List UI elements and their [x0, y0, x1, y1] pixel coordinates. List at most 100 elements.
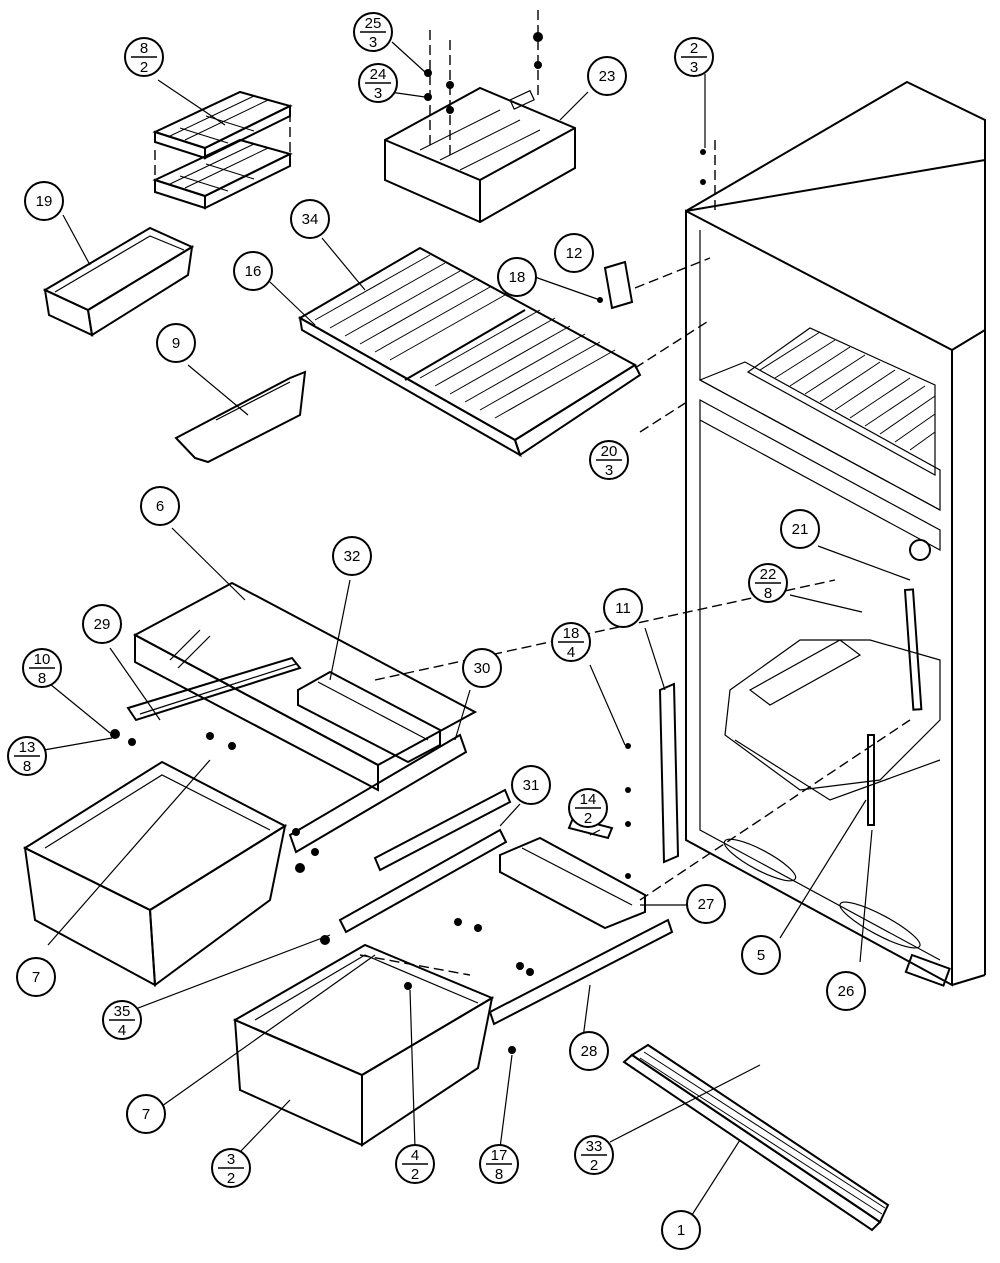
callout-9: 9: [156, 323, 196, 363]
callout-label: 13: [19, 739, 36, 756]
callout-label: 29: [94, 616, 111, 633]
callout-label: 30: [474, 660, 491, 677]
callout-13-8: 13 8: [7, 736, 47, 776]
callout-label: 16: [245, 263, 262, 280]
shelf-bracket-part: [603, 260, 634, 310]
callout-label: 1: [677, 1222, 685, 1239]
callout-24-3: 24 3: [358, 63, 398, 103]
fastener-hardware: [110, 32, 706, 1054]
callout-28: 28: [569, 1031, 609, 1071]
leader-lines: [43, 41, 911, 1219]
callout-label: 14: [580, 791, 597, 808]
callout-label: 27: [698, 896, 715, 913]
callout-34: 34: [290, 199, 330, 239]
callout-qty: 4: [118, 1022, 126, 1039]
callout-label: 7: [32, 969, 40, 986]
crisper-rail-part: [297, 670, 646, 930]
refrigerator-cabinet: [685, 80, 986, 987]
crisper-drawer-lower: [232, 943, 495, 1147]
callout-18: 18: [497, 257, 537, 297]
callout-qty: 3: [374, 85, 382, 102]
callout-qty: 2: [227, 1170, 235, 1187]
callout-19: 19: [24, 181, 64, 221]
callout-26: 26: [826, 971, 866, 1011]
callout-qty: 8: [764, 585, 772, 602]
callout-12: 12: [554, 233, 594, 273]
callout-qty: 2: [411, 1166, 419, 1183]
callout-21: 21: [780, 509, 820, 549]
callout-35-4: 35 4: [102, 1000, 142, 1040]
callout-label: 18: [509, 269, 526, 286]
callout-6: 6: [140, 486, 180, 526]
callout-qty: 3: [605, 462, 613, 479]
callout-16: 16: [233, 251, 273, 291]
callout-22-8: 22 8: [748, 563, 788, 603]
callout-label: 35: [114, 1003, 131, 1020]
toe-grille-part: [622, 1043, 890, 1232]
callout-qty: 4: [567, 644, 575, 661]
crisper-drawer-upper: [22, 760, 288, 987]
callout-label: 17: [491, 1147, 508, 1164]
callout-label: 11: [615, 600, 631, 617]
callout-label: 8: [140, 40, 148, 57]
callout-7-upper: 7: [16, 957, 56, 997]
callout-qty: 2: [584, 810, 592, 827]
callout-label: 4: [411, 1147, 419, 1164]
callout-label: 10: [34, 651, 51, 668]
callout-label: 22: [760, 566, 777, 583]
callout-label: 3: [227, 1151, 235, 1168]
shelf-ladder-part: [567, 682, 680, 864]
callout-qty: 8: [38, 670, 46, 687]
callout-label: 19: [36, 193, 53, 210]
callout-17-8: 17 8: [479, 1144, 519, 1184]
callout-qty: 8: [23, 758, 31, 775]
callout-4-2: 4 2: [395, 1144, 435, 1184]
callout-qty: 2: [140, 59, 148, 76]
freezer-shelf-part: [297, 246, 642, 458]
callout-33-2: 33 2: [574, 1135, 614, 1175]
callout-label: 12: [566, 245, 583, 262]
callout-30: 30: [462, 648, 502, 688]
ice-tray-part: [152, 90, 293, 210]
crisper-cover-part: [132, 581, 478, 792]
callout-qty: 3: [690, 59, 698, 76]
guard-part: [174, 370, 307, 464]
callout-label: 6: [156, 498, 164, 515]
callout-7-lower: 7: [126, 1094, 166, 1134]
callout-label: 5: [757, 947, 765, 964]
dashed-guide-lines: [154, 10, 911, 976]
callout-qty: 3: [369, 34, 377, 51]
callout-label: 21: [792, 521, 809, 538]
callout-32: 32: [332, 536, 372, 576]
callout-3-2: 3 2: [211, 1148, 251, 1188]
callout-label: 32: [344, 548, 361, 565]
callout-label: 20: [601, 443, 618, 460]
ice-maker-bracket-part: [384, 86, 576, 224]
callout-29: 29: [82, 604, 122, 644]
callout-11: 11: [603, 588, 643, 628]
callout-25-3: 25 3: [353, 12, 393, 52]
callout-2-3: 2 3: [674, 37, 714, 77]
callout-5: 5: [741, 935, 781, 975]
ice-bin-part: [42, 226, 195, 337]
callout-qty: 2: [590, 1157, 598, 1174]
callout-label: 28: [581, 1043, 598, 1060]
callout-14-2: 14 2: [568, 788, 608, 828]
callout-label: 23: [599, 68, 616, 85]
callout-27: 27: [686, 884, 726, 924]
callout-label: 9: [172, 335, 180, 352]
callout-label: 31: [523, 777, 540, 794]
callout-8-2: 8 2: [124, 37, 164, 77]
callout-20-3: 20 3: [589, 440, 629, 480]
callout-label: 2: [690, 40, 698, 57]
callout-label: 18: [563, 625, 580, 642]
callout-10-8: 10 8: [22, 648, 62, 688]
callout-label: 7: [142, 1106, 150, 1123]
callout-qty: 8: [495, 1166, 503, 1183]
drawer-slide-part: [126, 656, 674, 1026]
callout-label: 34: [302, 211, 319, 228]
callout-label: 25: [365, 15, 382, 32]
callout-1: 1: [661, 1210, 701, 1250]
callout-label: 24: [370, 66, 387, 83]
